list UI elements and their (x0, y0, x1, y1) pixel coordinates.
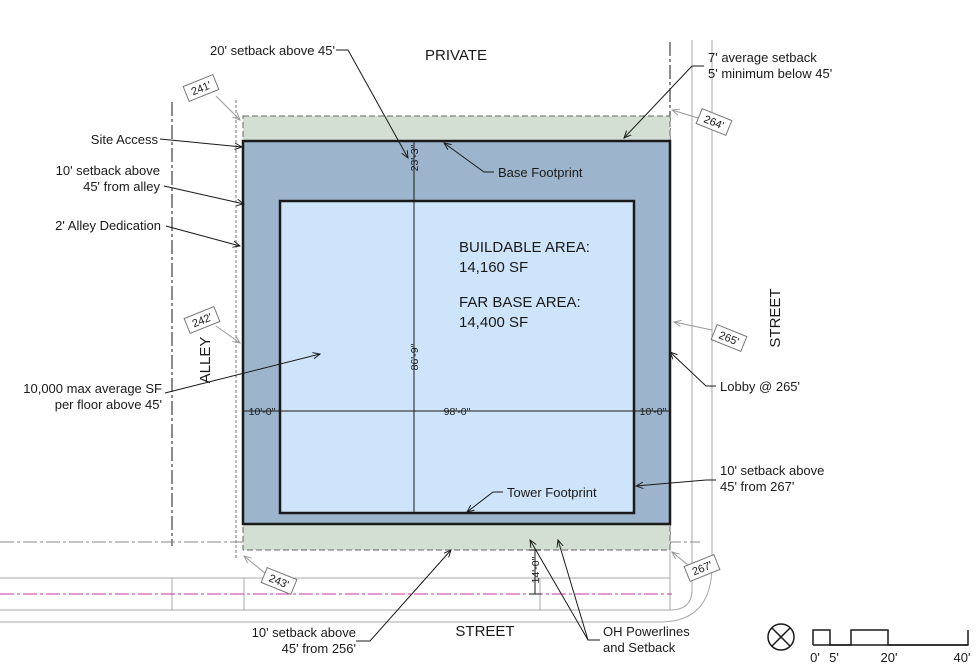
label-street-right: STREET (767, 288, 784, 347)
dim-top-depth: 23'-3" (409, 144, 421, 171)
callout-powerlines-1: OH Powerlines (603, 624, 690, 639)
callout-setback-267-1: 10' setback above (720, 463, 824, 478)
callout-lobby: Lobby @ 265' (720, 379, 800, 394)
callout-alley-setback-2: 45' from alley (83, 179, 160, 194)
callout-powerlines-2: and Setback (603, 640, 676, 655)
label-street-bottom: STREET (455, 623, 514, 640)
callout-setback-20: 20' setback above 45' (210, 43, 335, 58)
far-base-area-value: 14,400 SF (459, 314, 528, 331)
elevation-tag-se: 267' (683, 553, 721, 583)
callout-max-sf-2: per floor above 45' (55, 397, 162, 412)
dim-bottom-offset: 14'-0" (530, 556, 542, 583)
tower-footprint (278, 199, 636, 515)
dim-tower-width: 98'-0" (444, 406, 471, 418)
scale-bar (812, 629, 969, 646)
callout-base-footprint: Base Footprint (498, 165, 583, 180)
dim-left-setback: 10'-0" (249, 406, 276, 418)
scale-tick-0: 0' (810, 650, 820, 665)
callout-setback-267-2: 45' from 267' (720, 479, 794, 494)
elevation-tag-sw: 243' (260, 566, 298, 596)
scale-tick-40: 40' (954, 650, 971, 665)
dim-tower-depth: 86'-9" (409, 343, 421, 370)
elevation-tag-w: 242' (183, 305, 221, 335)
dim-right-setback: 10'-0" (640, 406, 667, 418)
callout-avg-setback-2: 5' minimum below 45' (708, 66, 832, 81)
street-lines (0, 40, 713, 623)
elevation-leaders (215, 95, 713, 575)
callout-max-sf-1: 10,000 max average SF (23, 381, 162, 396)
callout-avg-setback-1: 7' average setback (708, 50, 817, 65)
callout-site-access: Site Access (91, 132, 159, 147)
elevation-tag-e: 265' (710, 323, 748, 353)
scale-tick-5: 5' (829, 650, 839, 665)
buildable-area-title: BUILDABLE AREA: (459, 239, 590, 256)
callout-leaders (159, 49, 716, 642)
elevation-tag-nw: 241' (182, 73, 220, 103)
far-base-area-title: FAR BASE AREA: (459, 294, 581, 311)
callout-setback-256-2: 45' from 256' (282, 641, 356, 656)
north-arrow-icon (767, 623, 795, 651)
callout-tower-footprint: Tower Footprint (507, 485, 597, 500)
scale-tick-20: 20' (881, 650, 898, 665)
callout-alley-dedication: 2' Alley Dedication (55, 218, 161, 233)
callout-alley-setback-1: 10' setback above (56, 163, 160, 178)
dimension-lines (242, 140, 671, 595)
buildable-area-value: 14,160 SF (459, 259, 528, 276)
label-alley: ALLEY (197, 337, 214, 384)
callout-setback-256-1: 10' setback above (252, 625, 356, 640)
label-private: PRIVATE (425, 47, 487, 64)
elevation-tag-ne: 264' (695, 107, 733, 137)
